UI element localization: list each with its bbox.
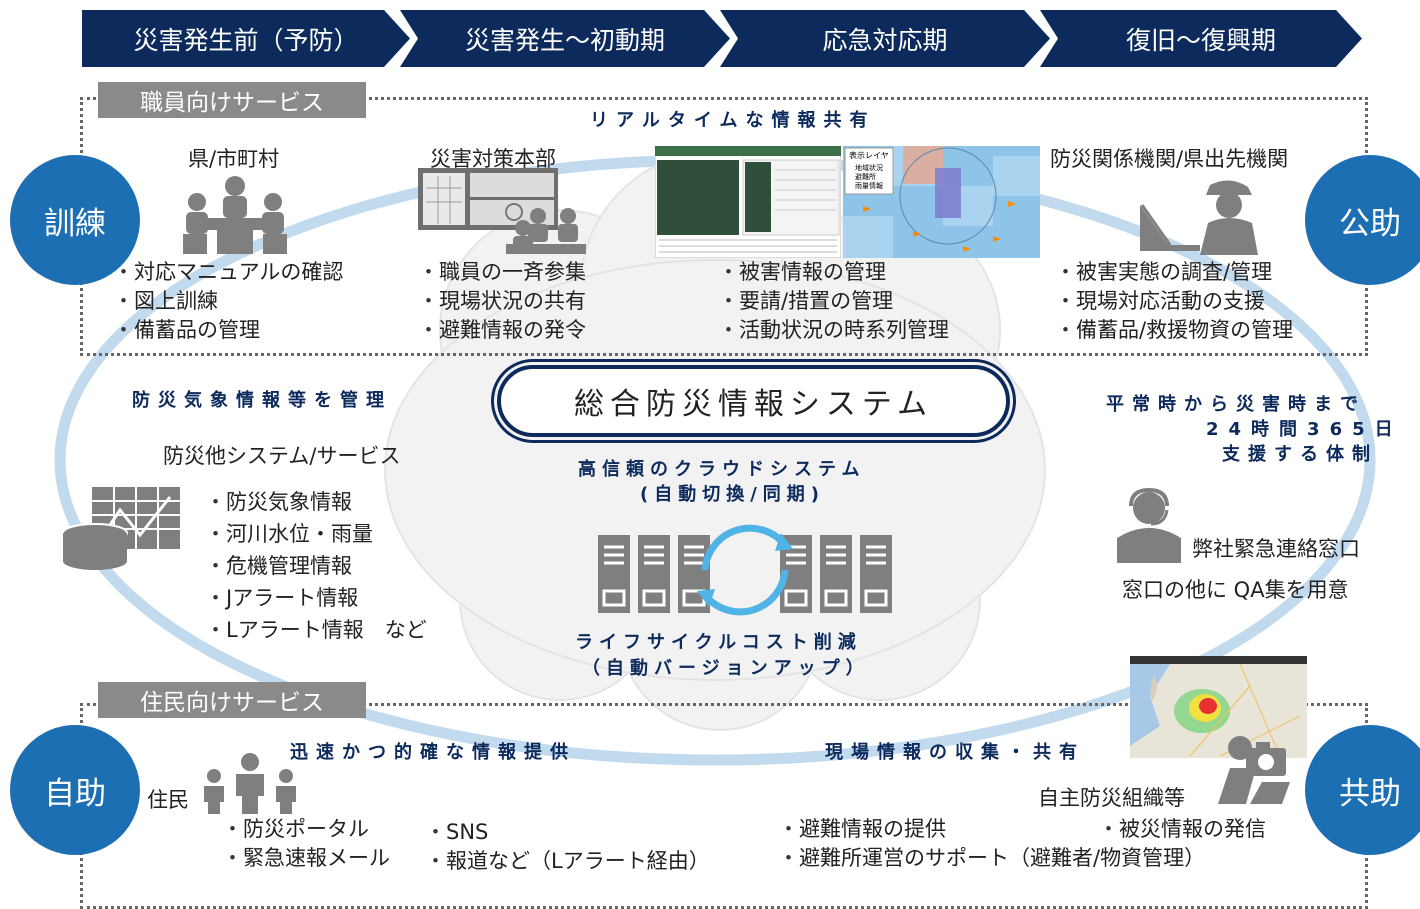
- list-item: 避難情報の発令: [418, 316, 586, 345]
- system-screenshot: [655, 146, 841, 258]
- support-line-3: 支援する体制: [1222, 444, 1378, 465]
- list-item: 職員の一斉参集: [418, 258, 586, 287]
- phase-before-disaster: 災害発生前（予防）: [82, 10, 410, 67]
- other-systems-list: 防災気象情報 河川水位・雨量 危機管理情報 Jアラート情報 Lアラート情報 など: [205, 486, 427, 646]
- list-item: 避難所運営のサポート（避難者/物資管理）: [778, 844, 1205, 873]
- list-item: 要請/措置の管理: [718, 287, 949, 316]
- prefecture-title: 県/市町村: [188, 147, 280, 171]
- damage-list: 被害情報の管理 要請/措置の管理 活動状況の時系列管理: [718, 258, 949, 345]
- list-item: 活動状況の時系列管理: [718, 316, 949, 345]
- circle-kyoujo: 共助: [1305, 725, 1420, 855]
- camera-person-icon: [1218, 736, 1290, 804]
- agencies-title: 防災関係機関/県出先機関: [1050, 147, 1289, 171]
- list-item: 現場状況の共有: [418, 287, 586, 316]
- support-line-2: 24時間365日: [1206, 419, 1403, 440]
- map-legend-title: 表示レイヤ: [849, 150, 889, 160]
- map-legend-item: 雨量情報: [855, 181, 883, 190]
- lifecycle-heading: ライフサイクルコスト削減: [575, 632, 862, 653]
- list-item: 緊急速報メール: [222, 844, 390, 873]
- list-item: 防災ポータル: [222, 815, 390, 844]
- list-item: 報道など（Lアラート経由）: [425, 847, 710, 876]
- hq-monitor-icon: [418, 168, 586, 254]
- server-sync-icon: [598, 524, 892, 616]
- field-worker-icon: [1140, 180, 1258, 255]
- resident-col4: 被災情報の発信: [1098, 815, 1266, 844]
- circle-jijo: 自助: [10, 725, 140, 855]
- contact-label: 弊社緊急連絡窓口: [1192, 537, 1360, 561]
- map-screenshot: 表示レイヤ 地域状況 避難所 雨量情報: [843, 146, 1040, 258]
- list-item: 備蓄品の管理: [113, 316, 343, 345]
- fast-info-heading: 迅速かつ的確な情報提供: [290, 742, 576, 763]
- phase-initial: 災害発生〜初動期: [400, 10, 730, 67]
- realtime-heading: リアルタイムな情報共有: [590, 110, 876, 131]
- list-item: 防災気象情報: [205, 486, 427, 518]
- list-item: SNS: [425, 818, 710, 847]
- cloud-subheading: (自動切換/同期): [640, 484, 826, 505]
- heatmap-screenshot: [1130, 656, 1307, 758]
- org-label: 自主防災組織等: [1038, 786, 1185, 810]
- resident-col2: SNS 報道など（Lアラート経由）: [425, 818, 710, 876]
- list-item: Lアラート情報 など: [205, 614, 427, 646]
- list-item: 備蓄品/救援物資の管理: [1055, 316, 1293, 345]
- operator-icon: [1117, 488, 1181, 563]
- weather-heading: 防災気象情報等を管理: [132, 390, 392, 411]
- list-item: 現場対応活動の支援: [1055, 287, 1293, 316]
- system-title: 総合防災情報システム: [491, 359, 1016, 443]
- qa-label: 窓口の他に QA集を用意: [1122, 578, 1349, 602]
- hq-list: 職員の一斉参集 現場状況の共有 避難情報の発令: [418, 258, 586, 345]
- support-line-1: 平常時から災害時まで: [1106, 394, 1366, 415]
- list-item: 被災情報の発信: [1098, 815, 1266, 844]
- field-info-heading: 現場情報の収集・共有: [825, 742, 1085, 763]
- resident-col3: 避難情報の提供 避難所運営のサポート（避難者/物資管理）: [778, 815, 1205, 873]
- staff-services-tab: 職員向けサービス: [98, 82, 366, 118]
- phase-emergency: 応急対応期: [720, 10, 1050, 67]
- list-item: 対応マニュアルの確認: [113, 258, 343, 287]
- residents-label: 住民: [147, 788, 189, 812]
- database-chart-icon: [62, 487, 180, 570]
- residents-icon: [204, 753, 296, 814]
- map-legend-item: 地域状況: [855, 163, 883, 172]
- cloud-heading: 高信頼のクラウドシステム: [578, 459, 866, 480]
- hq-title: 災害対策本部: [430, 147, 556, 171]
- list-item: 被害情報の管理: [718, 258, 949, 287]
- prefecture-list: 対応マニュアルの確認 図上訓練 備蓄品の管理: [113, 258, 343, 345]
- other-systems-title: 防災他システム/サービス: [163, 444, 401, 468]
- list-item: 河川水位・雨量: [205, 518, 427, 550]
- map-legend-item: 避難所: [855, 172, 876, 181]
- phase-recovery: 復旧〜復興期: [1040, 10, 1362, 67]
- circle-koujo: 公助: [1305, 155, 1420, 285]
- list-item: 避難情報の提供: [778, 815, 1205, 844]
- agencies-list: 被害実態の調査/管理 現場対応活動の支援 備蓄品/救援物資の管理: [1055, 258, 1293, 345]
- list-item: Jアラート情報: [205, 582, 427, 614]
- list-item: 図上訓練: [113, 287, 343, 316]
- resident-col1: 防災ポータル 緊急速報メール: [222, 815, 390, 873]
- lifecycle-subheading: （自動バージョンアップ）: [582, 658, 870, 679]
- list-item: 危機管理情報: [205, 550, 427, 582]
- meeting-icon: [183, 176, 287, 254]
- list-item: 被害実態の調査/管理: [1055, 258, 1293, 287]
- resident-services-tab: 住民向けサービス: [98, 682, 366, 718]
